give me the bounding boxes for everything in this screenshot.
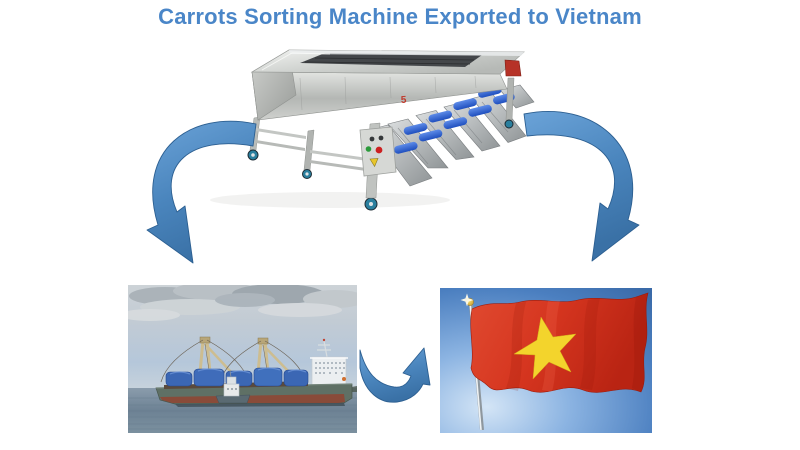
curved-arrow-right-icon <box>523 111 640 262</box>
ship-clouds <box>128 285 357 321</box>
curved-arrow-left-icon <box>146 120 257 264</box>
page-title: Carrots Sorting Machine Exported to Viet… <box>158 4 642 29</box>
machine-number-label: 5 <box>401 95 408 106</box>
ship-superstructure <box>310 338 348 386</box>
machine-illustration: 5 <box>210 49 535 211</box>
finial-sparkle-icon <box>460 293 474 307</box>
ship-photo <box>128 285 357 433</box>
flag-star <box>513 316 577 380</box>
flag-photo <box>440 288 652 433</box>
machine-control-box <box>359 122 397 199</box>
machine-shadow <box>210 192 450 208</box>
machine-body: 5 <box>250 49 525 121</box>
ship-cargo-tarps <box>165 367 309 387</box>
u-turn-arrow-icon <box>359 347 431 403</box>
tug-boat <box>215 370 251 404</box>
vietnam-flag <box>470 292 649 393</box>
machine-caster-wheel <box>247 119 514 211</box>
machine-blue-rollers <box>394 85 515 154</box>
